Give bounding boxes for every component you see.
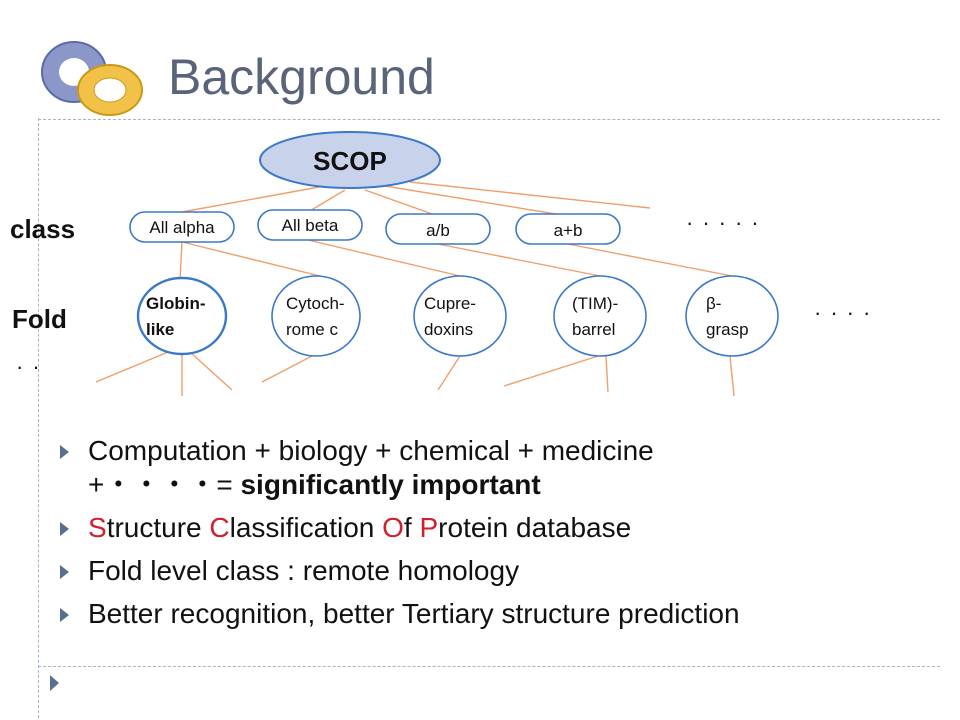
scop-root-node: SCOP <box>259 131 441 189</box>
acronym-letter: P <box>419 512 439 543</box>
fold-label-line1: Cytoch- <box>286 294 345 313</box>
bullet-text: Better recognition, better Tertiary stru… <box>88 598 740 629</box>
fold-label-line2: doxins <box>424 320 473 339</box>
bullet-arrow-icon <box>60 522 69 536</box>
fold-label-line1: (TIM)- <box>572 294 618 313</box>
bullet-text-segment: tructure <box>106 512 210 543</box>
corner-arrow-icon <box>50 675 59 691</box>
fold-label-line2: barrel <box>572 320 615 339</box>
fold-node-globin-like: Globin- like <box>136 276 228 356</box>
bullet-arrow-icon <box>60 445 69 459</box>
class-level-label: class <box>10 214 76 244</box>
class-node-a-plus-b: a+b <box>515 213 621 245</box>
fold-label-line1: Cupre- <box>424 294 476 313</box>
bullet-arrow-icon <box>60 608 69 622</box>
bullet-text-segment: rotein database <box>438 512 632 543</box>
fold-label-line2: grasp <box>706 320 749 339</box>
scop-tree-diagram: SCOP All alpha All beta a/b a+b Globin- … <box>95 131 779 397</box>
bullet-text-scop: Structure Classification Of Protein data… <box>88 511 938 545</box>
fold-label-line1: Globin- <box>146 294 205 313</box>
class-label: a/b <box>426 221 450 240</box>
page-title: Background <box>168 49 435 105</box>
fold-node-beta-grasp: β- grasp <box>685 275 779 357</box>
fold-ellipsis: ···· <box>814 300 880 325</box>
class-ellipsis: ····· <box>686 210 768 235</box>
bottom-divider <box>38 666 940 667</box>
scop-root-label: SCOP <box>313 146 387 176</box>
bullet-text-emphasis: significantly important <box>240 469 541 500</box>
tree-connectors <box>95 181 735 397</box>
top-divider <box>38 119 940 120</box>
acronym-letter: C <box>209 512 230 543</box>
bullet-item-fold-level: Fold level class : remote homology <box>58 554 938 588</box>
left-ellipsis: ·· <box>16 354 49 379</box>
fold-node-cytochrome-c: Cytoch- rome c <box>271 275 361 357</box>
class-node-all-alpha: All alpha <box>129 211 235 243</box>
bullet-arrow-icon <box>60 565 69 579</box>
bullet-text: Fold level class : remote homology <box>88 555 520 586</box>
fold-label-line2: rome c <box>286 320 338 339</box>
class-node-all-beta: All beta <box>257 209 363 241</box>
class-label: All alpha <box>149 218 215 237</box>
vertical-divider <box>38 118 39 718</box>
acronym-letter: S <box>88 512 107 543</box>
class-label: All beta <box>282 216 339 235</box>
bullet-item-recognition: Better recognition, better Tertiary stru… <box>58 597 938 631</box>
fold-level-label: Fold <box>12 304 67 334</box>
bullet-item-scop: Structure Classification Of Protein data… <box>58 511 938 545</box>
fold-label-line1: β- <box>706 294 721 313</box>
bullet-list: Computation + biology + chemical + medic… <box>58 434 938 640</box>
bullet-item-computation: Computation + biology + chemical + medic… <box>58 434 938 502</box>
fold-node-tim-barrel: (TIM)- barrel <box>553 275 647 357</box>
bullet-text-line2: +・・・・= significantly important <box>88 468 938 502</box>
bullet-text-segment: f <box>403 512 420 543</box>
fold-label-line2: like <box>146 320 174 339</box>
rings-logo-icon <box>41 41 143 116</box>
class-node-a-b: a/b <box>385 213 491 245</box>
acronym-letter: O <box>382 512 404 543</box>
class-label: a+b <box>554 221 583 240</box>
fold-node-cupredoxins: Cupre- doxins <box>413 275 507 357</box>
bullet-text-prefix: +・・・・= <box>88 469 241 500</box>
bullet-text-segment: lassification <box>229 512 383 543</box>
bullet-text-line1: Computation + biology + chemical + medic… <box>88 435 654 466</box>
